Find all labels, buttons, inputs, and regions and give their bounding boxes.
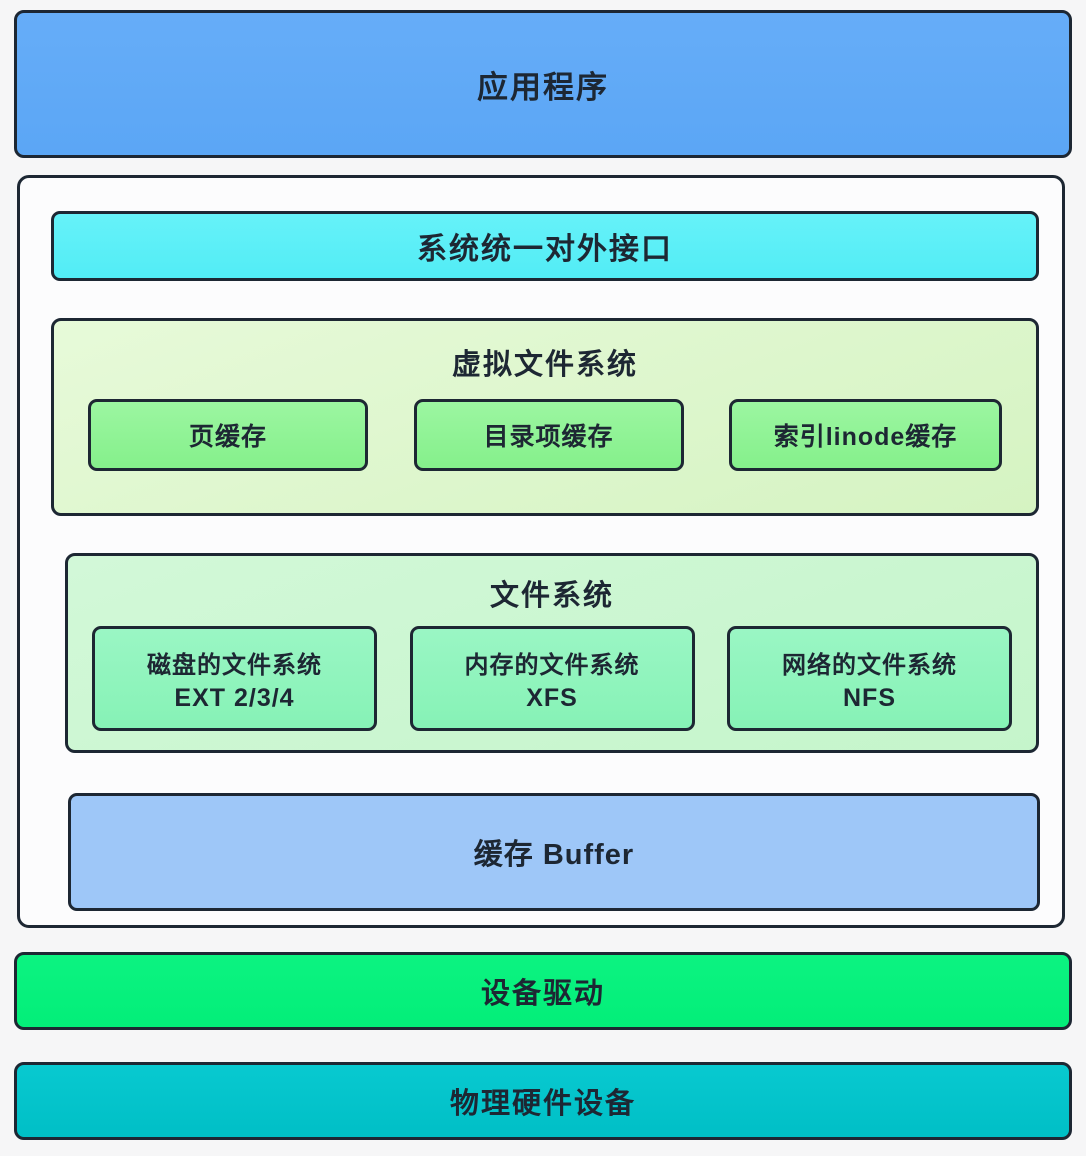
memory-file-system-impl: XFS: [526, 683, 578, 712]
network-file-system-name: 网络的文件系统: [782, 651, 957, 679]
inode-cache-label: 索引linode缓存: [773, 423, 958, 451]
buffer-layer-label: 缓存 Buffer: [473, 839, 635, 871]
disk-file-system-name: 磁盘的文件系统: [147, 651, 322, 679]
file-system-title: 文件系统: [489, 580, 614, 612]
hardware-layer-box: 物理硬件设备: [14, 1062, 1072, 1140]
device-driver-layer-box: 设备驱动: [14, 952, 1072, 1030]
device-driver-label: 设备驱动: [480, 978, 605, 1010]
memory-file-system-name: 内存的文件系统: [464, 651, 640, 679]
network-file-system-box: 网络的文件系统 NFS: [727, 626, 1012, 731]
file-system-group: 文件系统 磁盘的文件系统 EXT 2/3/4 内存的文件系统 XFS 网络的文件…: [65, 553, 1039, 753]
system-interface-label: 系统统一对外接口: [417, 233, 673, 266]
buffer-layer-box: 缓存 Buffer: [68, 793, 1040, 911]
hardware-layer-label: 物理硬件设备: [449, 1088, 636, 1120]
page-cache-label: 页缓存: [188, 423, 267, 451]
inode-cache-box: 索引linode缓存: [729, 399, 1002, 471]
memory-file-system-box: 内存的文件系统 XFS: [409, 626, 695, 731]
vfs-cache-row: 页缓存 目录项缓存 索引linode缓存: [54, 399, 1036, 471]
page-cache-box: 页缓存: [88, 399, 368, 471]
file-system-row: 磁盘的文件系统 EXT 2/3/4 内存的文件系统 XFS 网络的文件系统 NF…: [68, 626, 1036, 731]
disk-file-system-box: 磁盘的文件系统 EXT 2/3/4: [92, 626, 377, 731]
dentry-cache-label: 目录项缓存: [483, 423, 614, 451]
application-layer-label: 应用程序: [477, 69, 609, 105]
dentry-cache-box: 目录项缓存: [413, 399, 684, 471]
virtual-file-system-group: 虚拟文件系统 页缓存 目录项缓存 索引linode缓存: [51, 318, 1039, 516]
network-file-system-impl: NFS: [843, 683, 896, 712]
kernel-container-box: 系统统一对外接口 虚拟文件系统 页缓存 目录项缓存 索引linode缓存 文件系…: [17, 175, 1065, 928]
disk-file-system-impl: EXT 2/3/4: [174, 683, 295, 712]
system-interface-box: 系统统一对外接口: [51, 211, 1039, 281]
application-layer-box: 应用程序: [14, 10, 1072, 158]
virtual-file-system-title: 虚拟文件系统: [451, 349, 638, 381]
